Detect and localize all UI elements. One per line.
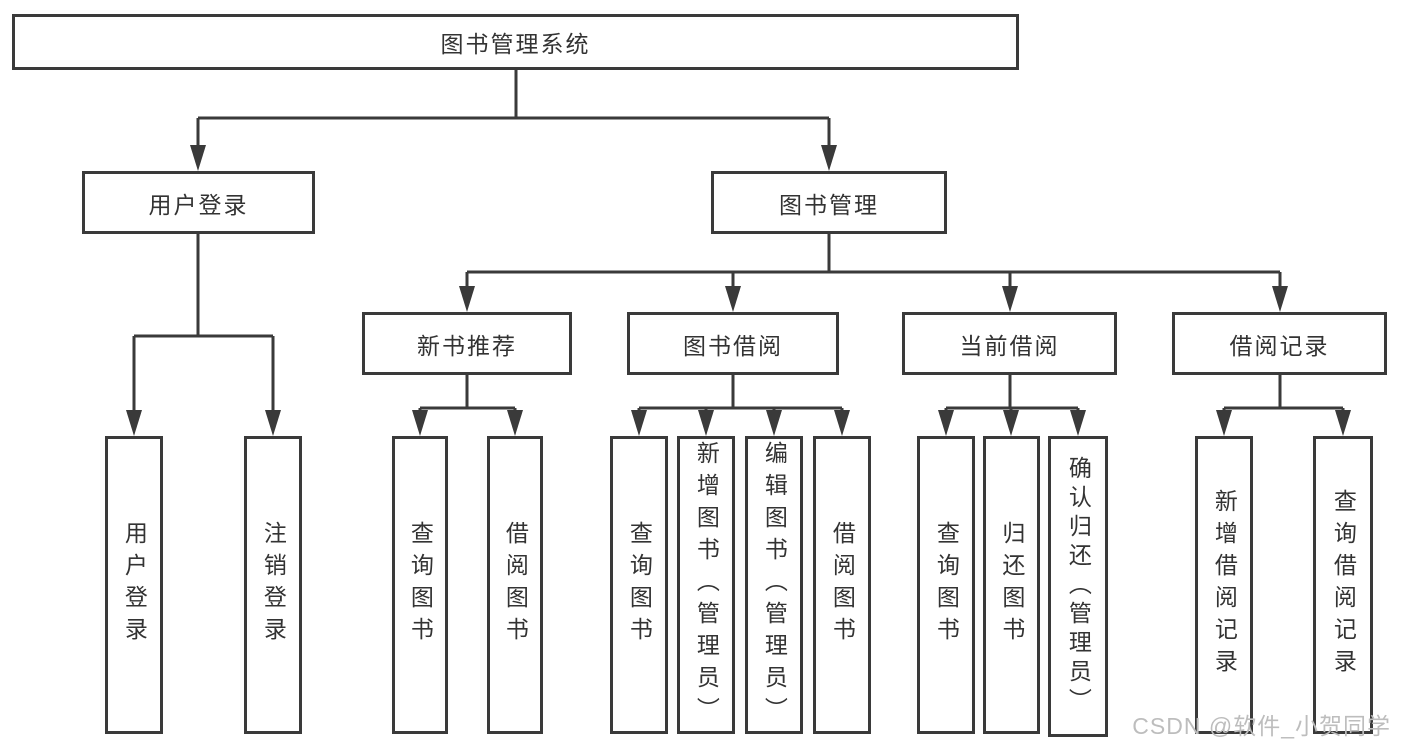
leaf-current-return-books: 归还图书 — [983, 436, 1040, 734]
leaf-current-confirm-return-admin: 确认归还（管理员） — [1048, 436, 1108, 737]
leaf-current-query-books-label: 查询图书 — [933, 521, 960, 649]
node-current-borrow-label: 当前借阅 — [959, 332, 1060, 359]
connector-root-to-level2 — [190, 70, 837, 171]
node-book-borrow: 图书借阅 — [627, 312, 839, 375]
leaf-records-query-record-label: 查询借阅记录 — [1330, 489, 1357, 681]
leaf-borrow-borrow-books-label: 借阅图书 — [829, 521, 856, 649]
leaf-borrow-borrow-books: 借阅图书 — [813, 436, 871, 734]
leaf-borrow-edit-books-admin-label: 编辑图书（管理员） — [761, 441, 788, 729]
leaf-records-add-record: 新增借阅记录 — [1195, 436, 1253, 734]
leaf-records-add-record-label: 新增借阅记录 — [1211, 489, 1238, 681]
leaf-borrow-add-books-admin-label: 新增图书（管理员） — [693, 441, 720, 729]
leaf-user-login-label: 用户登录 — [121, 521, 148, 649]
node-current-borrow: 当前借阅 — [902, 312, 1117, 375]
connector-current-borrow-children — [938, 375, 1086, 436]
connector-borrow-records-children — [1216, 375, 1351, 436]
leaf-recommend-query-books: 查询图书 — [392, 436, 448, 734]
leaf-borrow-add-books-admin: 新增图书（管理员） — [677, 436, 735, 734]
leaf-logout-label: 注销登录 — [260, 521, 287, 649]
connector-book-borrow-children — [631, 375, 850, 436]
node-book-management-label: 图书管理 — [779, 191, 879, 218]
node-book-borrow-label: 图书借阅 — [683, 332, 783, 359]
leaf-recommend-query-books-label: 查询图书 — [407, 521, 434, 649]
leaf-records-query-record: 查询借阅记录 — [1313, 436, 1373, 734]
connector-user-login-children — [126, 234, 281, 436]
leaf-current-confirm-return-admin-label: 确认归还（管理员） — [1065, 456, 1092, 717]
node-borrow-records: 借阅记录 — [1172, 312, 1387, 375]
node-new-book-recommend-label: 新书推荐 — [417, 332, 517, 359]
leaf-logout: 注销登录 — [244, 436, 302, 734]
connector-book-management-children — [459, 234, 1288, 312]
node-user-login-label: 用户登录 — [148, 191, 249, 218]
node-root-system-label: 图书管理系统 — [440, 31, 591, 57]
leaf-borrow-query-books-label: 查询图书 — [626, 521, 653, 649]
leaf-borrow-edit-books-admin: 编辑图书（管理员） — [745, 436, 803, 734]
leaf-recommend-borrow-books-label: 借阅图书 — [502, 521, 529, 649]
leaf-current-return-books-label: 归还图书 — [998, 521, 1025, 649]
leaf-borrow-query-books: 查询图书 — [610, 436, 668, 734]
leaf-current-query-books: 查询图书 — [917, 436, 975, 734]
csdn-watermark: CSDN @软件_小贺同学 — [1132, 713, 1391, 739]
node-new-book-recommend: 新书推荐 — [362, 312, 572, 375]
node-root-system: 图书管理系统 — [12, 14, 1019, 70]
node-book-management: 图书管理 — [711, 171, 947, 234]
connector-new-book-children — [412, 375, 523, 436]
node-borrow-records-label: 借阅记录 — [1229, 332, 1330, 359]
leaf-recommend-borrow-books: 借阅图书 — [487, 436, 543, 734]
node-user-login: 用户登录 — [82, 171, 315, 234]
leaf-user-login: 用户登录 — [105, 436, 163, 734]
